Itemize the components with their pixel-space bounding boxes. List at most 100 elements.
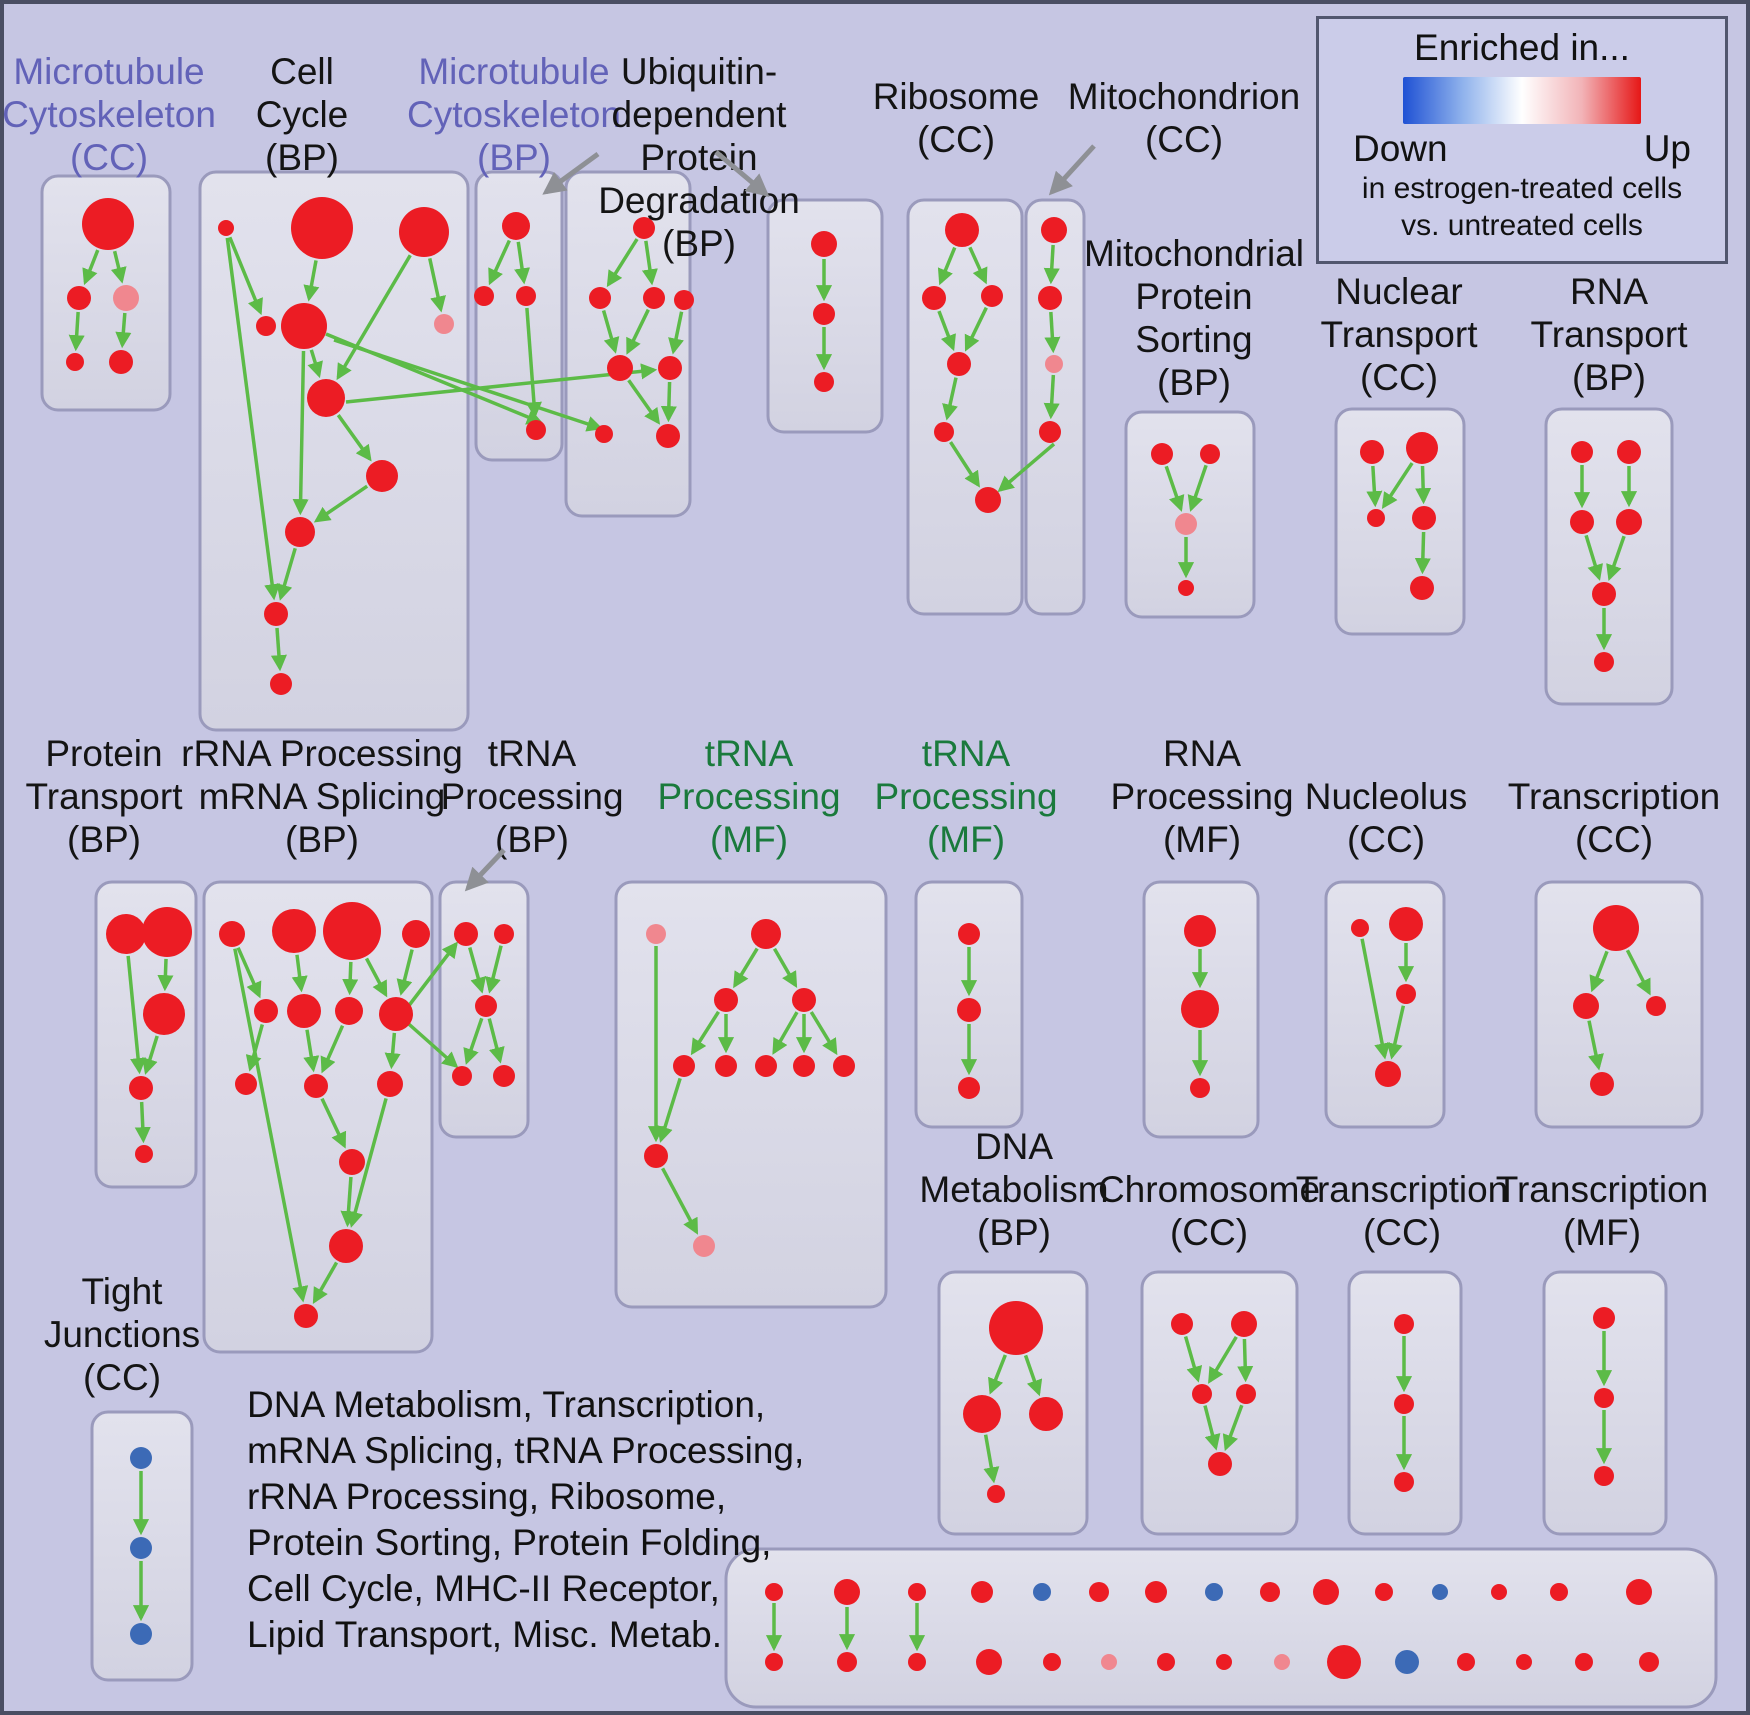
mitochondrial-protein-sorting-bp-node-0 [1151, 443, 1173, 465]
dna-metabolism-bp-box [937, 1270, 1089, 1536]
edge [68, 311, 85, 352]
edge [661, 1167, 699, 1235]
cell-cycle-bp-node-6 [307, 379, 345, 417]
cross-cluster-edge [402, 941, 458, 1014]
label-pointer-arrow [1048, 144, 1096, 196]
transcription-cc-middle-node-1 [1573, 993, 1599, 1019]
edge [690, 1010, 720, 1056]
edge [463, 1017, 484, 1065]
tight-junctions-cc-node-1 [130, 1537, 152, 1559]
edge [733, 947, 759, 989]
edge [307, 349, 323, 379]
edge [320, 1097, 347, 1149]
edge [772, 947, 798, 989]
ribosome-cc-node-5 [975, 487, 1001, 513]
chromosome-cc-box [1140, 1270, 1299, 1536]
nuclear-transport-cc-node-3 [1412, 506, 1436, 530]
edge [668, 311, 684, 355]
edge [142, 1035, 159, 1075]
cross-cluster-edge [997, 442, 1056, 493]
ribosome-cc-node-3 [947, 352, 971, 376]
microtubule-cytoskeleton-cc-node-3 [66, 353, 84, 371]
edge [937, 246, 957, 286]
edge [1237, 1338, 1254, 1383]
edge [291, 954, 308, 993]
dna-metabolism-bp-node-2 [1029, 1397, 1063, 1431]
edge [1606, 535, 1626, 581]
protein-transport-bp-box [94, 880, 198, 1189]
microtubule-cytoskeleton-cc-node-2 [113, 285, 139, 311]
cross-cluster-edge [345, 363, 658, 404]
transcription-mf-node-1 [1594, 1388, 1614, 1408]
trna-processing-mf-a-node-5 [715, 1055, 737, 1077]
cell-cycle-bp-node-1 [291, 197, 353, 259]
nucleolus-cc-node-0 [1351, 919, 1369, 937]
mitochondrial-protein-sorting-bp-node-3 [1178, 580, 1194, 596]
edge [342, 961, 359, 996]
edge [313, 484, 369, 523]
edge [968, 246, 988, 285]
rrna-processing-mrna-splicing-bp-node-1 [272, 909, 316, 953]
trna-processing-bp-node-1 [494, 924, 514, 944]
rna-processing-mf-node-1 [1181, 990, 1219, 1028]
edge [270, 627, 287, 672]
transcription-cc-bottom-node-2 [1394, 1472, 1414, 1492]
misc-note: DNA Metabolism, Transcription, mRNA Spli… [247, 1384, 805, 1655]
ubiquitin-degradation-bp-b-node-0 [811, 231, 837, 257]
mitochondrion-cc-node-1 [1038, 286, 1062, 310]
edge [82, 249, 100, 286]
microtubule-cytoskeleton-bp-node-1 [474, 286, 494, 306]
rna-transport-bp-box [1544, 407, 1674, 706]
rrna-processing-mrna-splicing-bp-node-12 [329, 1229, 363, 1263]
edge [303, 260, 320, 302]
edge [772, 1011, 799, 1055]
edge [606, 238, 639, 288]
mitochondrion-cc-node-0 [1041, 217, 1067, 243]
edge [988, 1354, 1007, 1395]
edge [340, 1176, 357, 1228]
misc-terms-node-19 [1043, 1653, 1061, 1671]
edge [937, 310, 956, 352]
misc-terms-node-23 [1274, 1654, 1290, 1670]
edge [487, 1018, 505, 1064]
microtubule-cytoskeleton-cc-node-1 [67, 286, 91, 310]
misc-terms-node-7 [1205, 1583, 1223, 1601]
edge [1584, 534, 1603, 581]
rrna-processing-mrna-splicing-bp-node-9 [304, 1074, 328, 1098]
edge [657, 1077, 682, 1143]
nuclear-transport-cc-box [1334, 407, 1466, 636]
edge [660, 381, 677, 423]
mitochondrion-cc-node-3 [1039, 421, 1061, 443]
edge [1222, 1404, 1244, 1452]
misc-terms-box [724, 1547, 1718, 1709]
transcription-cc-middle-label: Transcription(CC) [1508, 776, 1720, 860]
edge [1043, 244, 1060, 285]
chromosome-cc-label: Chromosome(CC) [1098, 1169, 1320, 1253]
legend-title: Enriched in... [1414, 27, 1630, 68]
rna-transport-bp-node-5 [1594, 652, 1614, 672]
trna-processing-mf-a-node-0 [646, 924, 666, 944]
edge [1414, 531, 1431, 575]
cell-cycle-bp-node-5 [434, 314, 454, 334]
edge [1625, 949, 1651, 996]
edge [347, 1098, 388, 1228]
edge [1203, 1405, 1221, 1451]
transcription-cc-bottom-node-0 [1394, 1314, 1414, 1334]
rrna-processing-mrna-splicing-bp-node-5 [287, 994, 321, 1028]
rna-transport-bp-node-2 [1570, 510, 1594, 534]
edge [134, 1101, 151, 1144]
edge [336, 254, 412, 381]
misc-terms-node-4 [1033, 1583, 1051, 1601]
nucleolus-cc-node-1 [1389, 907, 1423, 941]
ribosome-cc-box [906, 198, 1024, 616]
edge [303, 1029, 320, 1073]
ubiquitin-degradation-bp-b-node-1 [813, 303, 835, 325]
nuclear-transport-cc-node-0 [1360, 440, 1384, 464]
trna-processing-bp-node-0 [454, 922, 478, 946]
